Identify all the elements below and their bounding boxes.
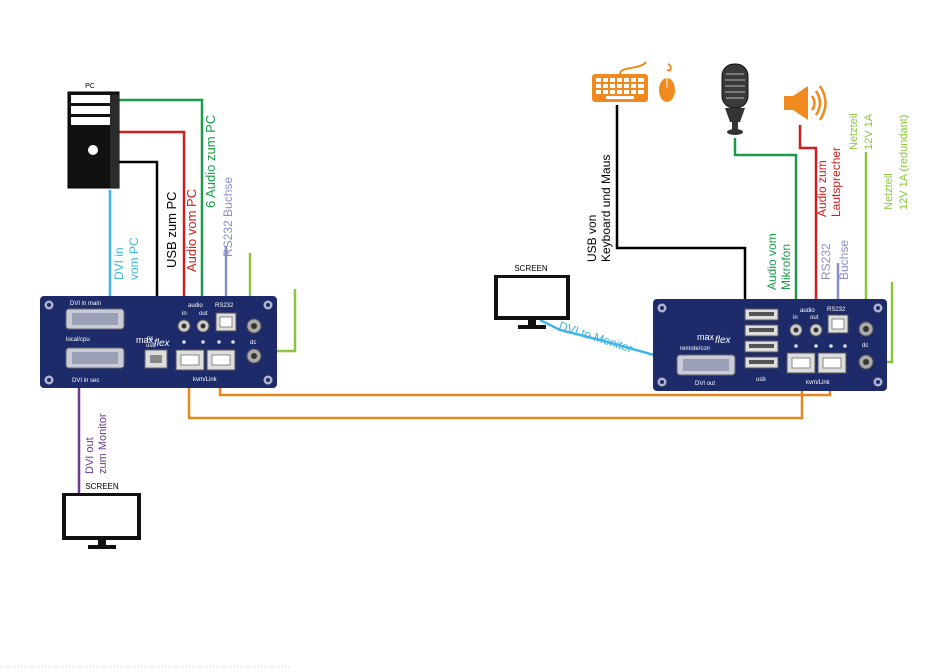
left-local-cpu-label: local/cpu [66, 337, 90, 343]
cable-usb-to-pc [118, 160, 159, 350]
middle-screen: SCREEN [494, 264, 570, 329]
left-dvi-in-main-label: DVI in main [70, 301, 101, 307]
label-audio-zum-pc: 6 Audio zum PC [203, 115, 218, 208]
left-pc-usb-label-2: usb [146, 343, 156, 349]
cable-audio-to-pc [118, 98, 204, 318]
left-dvi-in-sec-label: DVI in sec [72, 378, 99, 384]
cable-audio-from-pc [118, 130, 186, 318]
screen-mid-label: SCREEN [514, 264, 548, 273]
label-usb-zum-pc: USB zum PC [164, 191, 179, 268]
right-dc-label: dc [862, 343, 868, 349]
keyboard-icon [592, 61, 648, 102]
right-usb-label: usb [756, 377, 766, 383]
label-audio-vom-pc: Audio vom PC [184, 189, 199, 272]
right-brand-flex: flex [715, 335, 732, 346]
right-rs232-label: RS232 [827, 307, 846, 313]
label-audio-lautsprecher-1: Audio zum [815, 160, 829, 217]
cable-kvm-link-1 [187, 362, 804, 420]
label-audio-mikrofon-1: Audio vom [765, 233, 779, 290]
left-pc-usb-label-1: pc [147, 336, 153, 342]
microphone-icon [721, 63, 749, 135]
left-brand-flex: flex [154, 338, 171, 349]
pc-label: PC [85, 83, 95, 90]
left-bottom-screen: SCREEN [62, 482, 141, 549]
left-kvm-link-label: kvm/Link [193, 377, 218, 383]
pc-power-button-icon [88, 145, 98, 155]
label-netzteil-2a: Netzteil [883, 173, 895, 210]
cable-usb-keyboard [615, 105, 747, 318]
left-audio-out-label: out [199, 311, 208, 317]
label-netzteil-1b: 12V 1A [863, 113, 875, 150]
label-usb-keyboard-2: Keyboard und Maus [599, 155, 613, 262]
left-dc-label: dc [250, 340, 256, 346]
left-brand-max: max [136, 335, 154, 345]
label-netzteil-1a: Netzteil [848, 113, 860, 150]
label-dvi-in-vom-pc-2: vom PC [127, 237, 141, 280]
mouse-icon [659, 63, 675, 102]
label-dvi-out-1: DVI out [84, 437, 96, 474]
label-rs232-right-2: Buchse [837, 240, 851, 280]
left-maxflex-unit: DVI in main local/cpu DVI in sec max fle… [40, 296, 277, 388]
speaker-icon [784, 85, 827, 121]
cable-audio-to-speaker [798, 125, 818, 322]
label-netzteil-2b: 12V 1A (redundant) [898, 115, 910, 210]
right-kvm-link-label: kvm/Link [806, 380, 831, 386]
right-audio-out-label: out [810, 315, 819, 321]
screen-left-label: SCREEN [85, 482, 119, 491]
left-audio-in-label: in [182, 311, 187, 317]
pc-tower: PC [67, 83, 120, 189]
label-audio-mikrofon-2: Mikrofon [779, 244, 793, 290]
label-dvi-to-monitor: DVI to Monitor [557, 319, 634, 356]
cable-audio-from-mic [733, 138, 798, 322]
right-brand-max: max [697, 332, 715, 342]
label-usb-keyboard-1: USB von [585, 215, 599, 262]
label-dvi-out-2: zum Monitor [97, 413, 109, 474]
keyboard-mouse [592, 61, 675, 102]
left-rs232-label: RS232 [215, 303, 234, 309]
label-audio-lautsprecher-2: Lautsprecher [829, 147, 843, 217]
right-audio-label: audio [800, 308, 815, 314]
left-audio-label: audio [188, 303, 203, 309]
right-dvi-out-label: DVI out [695, 381, 715, 387]
right-remote-con-label: remote/con [680, 346, 710, 352]
right-audio-in-label: in [793, 315, 798, 321]
label-rs232-right-1: RS232 [819, 243, 833, 280]
label-rs232-buchse-left: RS232 Buchse [221, 177, 235, 257]
cable-dvi-to-monitor [539, 318, 691, 367]
right-maxflex-unit: max flex remote/con DVI out usb audio in… [653, 299, 887, 391]
label-dvi-in-vom-pc-1: DVI in [112, 247, 126, 280]
